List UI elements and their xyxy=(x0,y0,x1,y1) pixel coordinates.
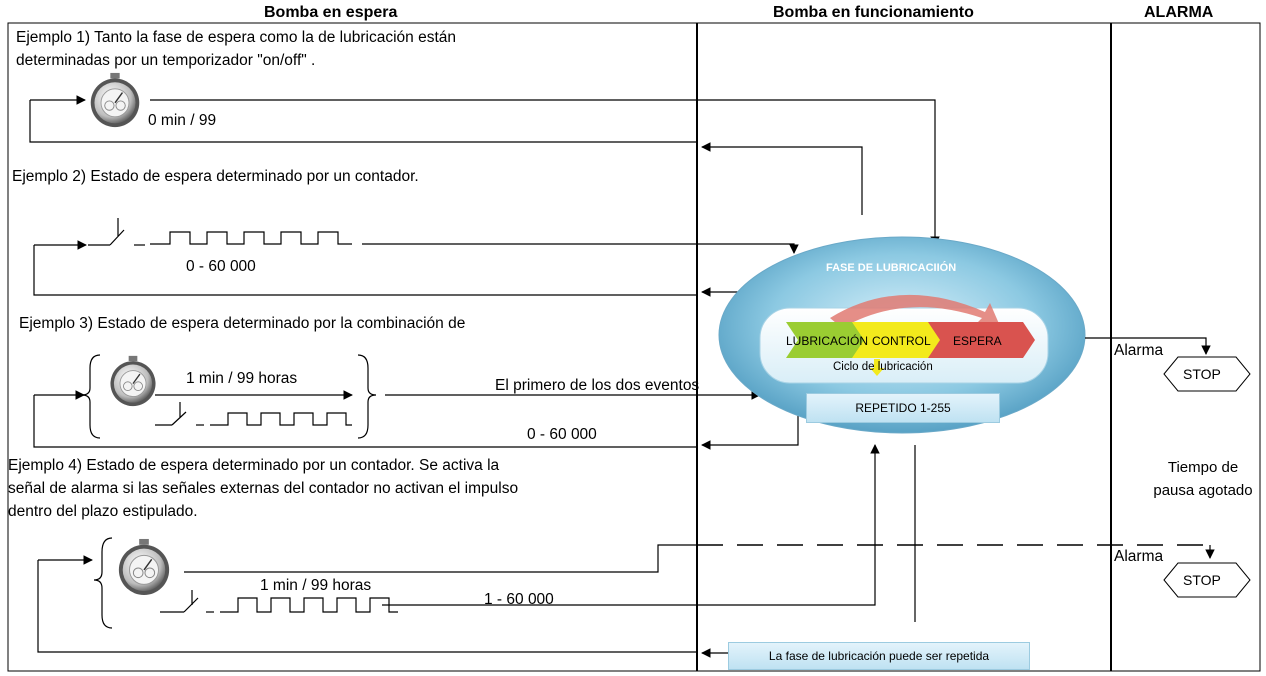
example4-timer: 1 min / 99 horas xyxy=(260,577,372,594)
header-running: Bomba en funcionamiento xyxy=(773,4,974,21)
timeout-line1: Tiempo de xyxy=(1167,459,1239,476)
example4-loop xyxy=(37,444,916,658)
example4-range: 1 - 60 000 xyxy=(484,591,554,608)
phase-title: FASE DE LUBRICACIIÓN xyxy=(826,262,957,274)
timeout-line2: pausa agotado xyxy=(1153,482,1253,499)
example1-line2: determinadas por un temporizador "on/off… xyxy=(16,52,316,69)
phase-control: CONTROL xyxy=(872,334,931,348)
pulse-train-icon xyxy=(150,231,352,245)
example2-range: 0 - 60 000 xyxy=(186,258,256,275)
phase-cycle: Ciclo de lubricación xyxy=(833,361,933,373)
header-alarm: ALARMA xyxy=(1144,4,1214,21)
alarm-arrow-1 xyxy=(1085,337,1211,355)
example2-text: Ejemplo 2) Estado de espera determinado … xyxy=(12,168,419,185)
brace-icon xyxy=(93,537,113,629)
example4-line1: Ejemplo 4) Estado de espera determinado … xyxy=(8,457,500,474)
lubrication-phase xyxy=(718,236,1086,434)
example3-range: 0 - 60 000 xyxy=(527,426,597,443)
example1-loop xyxy=(29,95,940,246)
example4-line2: señal de alarma si las señales externas … xyxy=(8,480,519,497)
brace-icon xyxy=(357,354,377,439)
frame xyxy=(7,22,1261,672)
switch-icon xyxy=(155,402,204,426)
switch-icon xyxy=(160,590,214,613)
stop-sign-icon xyxy=(1163,356,1251,392)
example1-line1: Ejemplo 1) Tanto la fase de espera como … xyxy=(16,29,457,46)
example2-loop xyxy=(33,240,799,297)
stop-sign-icon xyxy=(1163,562,1251,598)
stop-label-1: STOP xyxy=(1183,366,1221,382)
cycle-arrow-icon xyxy=(830,294,1000,328)
example3-first-event: El primero de los dos eventos xyxy=(495,377,700,394)
example3-text: Ejemplo 3) Estado de espera determinado … xyxy=(19,315,466,332)
alarm-label-1: Alarma xyxy=(1114,342,1164,359)
repeat-note: La fase de lubricación puede ser repetid… xyxy=(728,642,1030,670)
example3-loop xyxy=(33,390,799,450)
example3-timer: 1 min / 99 horas xyxy=(186,370,298,387)
stopwatch-icon xyxy=(109,355,157,407)
phase-lubrication: LUBRICACIÓN xyxy=(786,334,869,348)
stopwatch-icon xyxy=(118,538,170,596)
example1-timer: 0 min / 99 xyxy=(148,112,217,129)
phase-wait: ESPERA xyxy=(953,334,1002,348)
repeated-box: REPETIDO 1-255 xyxy=(806,393,1000,423)
stopwatch-icon xyxy=(90,72,140,128)
pulse-train-icon xyxy=(220,597,398,613)
header-standby: Bomba en espera xyxy=(264,4,398,21)
stop-label-2: STOP xyxy=(1183,572,1221,588)
brace-icon xyxy=(81,354,101,439)
pulse-train-icon xyxy=(210,412,352,426)
alarm-label-2: Alarma xyxy=(1114,548,1164,565)
example4-line3: dentro del plazo estipulado. xyxy=(8,503,198,520)
switch-icon xyxy=(88,218,145,246)
